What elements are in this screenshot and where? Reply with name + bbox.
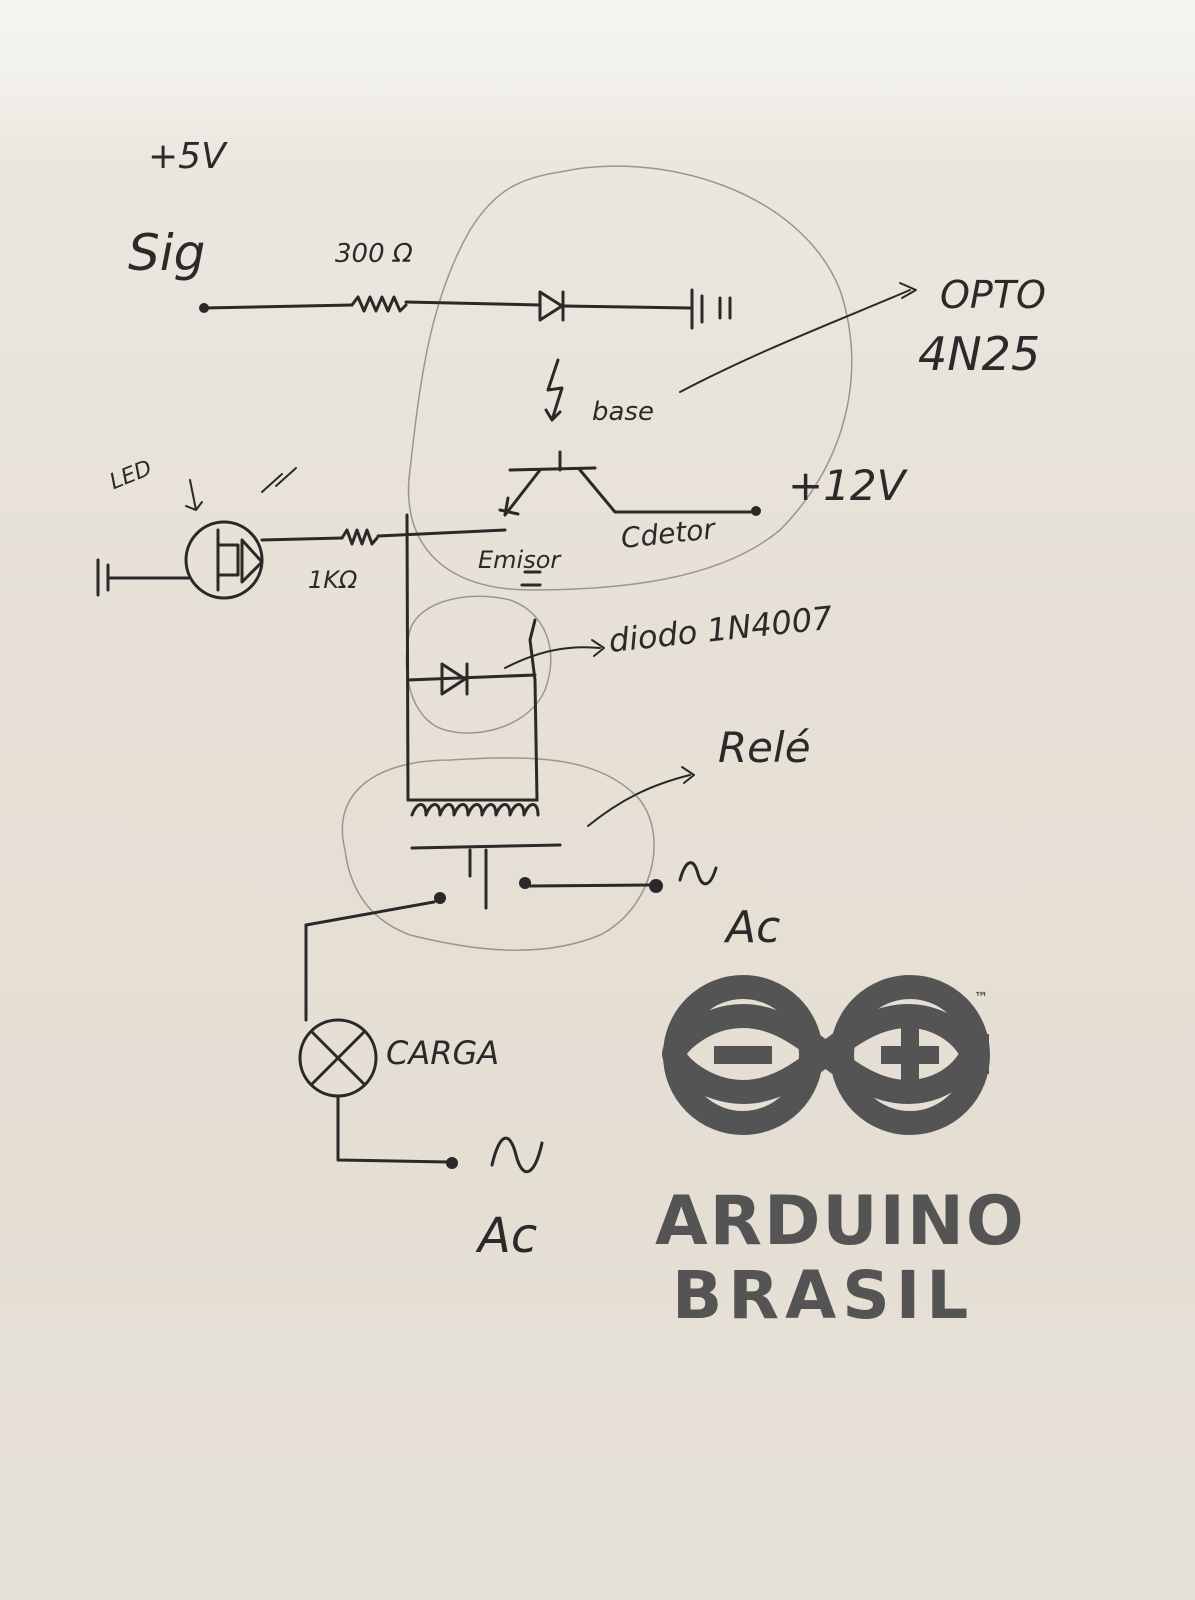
led-inner-transistor xyxy=(216,528,240,592)
relay-core-bar xyxy=(410,843,562,850)
optocoupler-halo xyxy=(407,165,853,591)
supply-12v-node xyxy=(751,506,761,516)
light-arrow-icon xyxy=(544,358,564,422)
resistor-1k-symbol xyxy=(340,528,379,546)
relay-contact-left xyxy=(434,892,446,904)
diode-label: diodo 1N4007 xyxy=(607,599,835,660)
ac-tilde-relay-icon xyxy=(678,861,718,886)
ac-tilde-load-icon xyxy=(490,1136,544,1174)
signal-wire-3 xyxy=(561,304,692,310)
led-label: LED xyxy=(106,456,155,495)
load-top-wire xyxy=(304,900,436,927)
opto-part-label: 4N25 xyxy=(918,327,1040,381)
opto-title-label: OPTO xyxy=(940,273,1046,317)
ac-node-relay xyxy=(649,879,663,893)
signal-wire-2 xyxy=(404,300,542,307)
transistor-collector xyxy=(578,468,754,514)
emitter-arrow xyxy=(498,496,520,517)
supply-5v-label: +5V xyxy=(148,136,228,177)
relay-ac-wire xyxy=(528,883,652,888)
emitter-tap xyxy=(520,570,542,587)
diode-wire xyxy=(406,673,537,682)
led-body xyxy=(184,520,264,600)
led-wire xyxy=(260,536,344,542)
transistor-emitter xyxy=(503,468,542,517)
load-bottom-wire xyxy=(336,1094,450,1164)
right-rail xyxy=(528,618,539,802)
ac-load-label: Ac xyxy=(475,1208,537,1264)
resistor-1k-label: 1KΩ xyxy=(308,566,358,594)
led-emission-icon xyxy=(261,467,297,493)
relay-pointer xyxy=(587,774,691,827)
relay-label: Relé xyxy=(718,723,811,772)
minus-icon xyxy=(714,1046,772,1064)
load-label: CARGA xyxy=(386,1034,499,1072)
arduino-logo: ™ ARDUINO BRASIL xyxy=(655,975,1026,1334)
collector-label: Cdetor xyxy=(619,512,718,555)
diode-halo xyxy=(405,595,552,734)
logo-arduino-text: ARDUINO xyxy=(655,1182,1026,1261)
diode-pointer xyxy=(504,646,601,669)
ac-node-load xyxy=(446,1157,458,1169)
base-label: base xyxy=(592,397,654,427)
relay-switch-lever xyxy=(468,848,488,910)
logo-brasil-text: BRASIL xyxy=(672,1257,974,1334)
logo-right-loop xyxy=(830,975,990,1135)
battery-symbol xyxy=(690,288,732,330)
signal-label: Sig xyxy=(128,224,205,282)
load-lamp-cross xyxy=(310,1030,366,1086)
transistor-base-bar xyxy=(508,466,597,472)
opto-pointer-head xyxy=(899,282,917,299)
resistor-300-symbol xyxy=(350,295,408,313)
ground-symbol xyxy=(96,558,192,597)
resistor-300-label: 300 Ω xyxy=(335,239,413,269)
emitter-wire xyxy=(376,528,507,538)
ac-relay-label: Ac xyxy=(723,902,780,953)
led-pointer xyxy=(185,479,203,511)
opto-ir-led-symbol xyxy=(538,290,565,322)
diode-1n4007-symbol xyxy=(440,662,469,696)
plus-icon-bar-v xyxy=(901,1026,919,1084)
relay-halo xyxy=(341,757,655,951)
left-rail xyxy=(405,513,410,802)
relay-coil-symbol xyxy=(410,803,540,817)
logo-left-loop xyxy=(663,975,823,1135)
relay-pointer-head xyxy=(681,766,695,784)
logo-trademark: ™ xyxy=(974,990,988,1006)
emitter-label: Emisor xyxy=(478,546,562,574)
led-diode-symbol xyxy=(240,538,264,584)
supply-12v-label: +12V xyxy=(788,461,909,510)
opto-pointer xyxy=(679,289,911,393)
diode-pointer-head xyxy=(591,639,605,657)
signal-wire xyxy=(202,303,354,310)
relay-contact-right xyxy=(519,877,531,889)
